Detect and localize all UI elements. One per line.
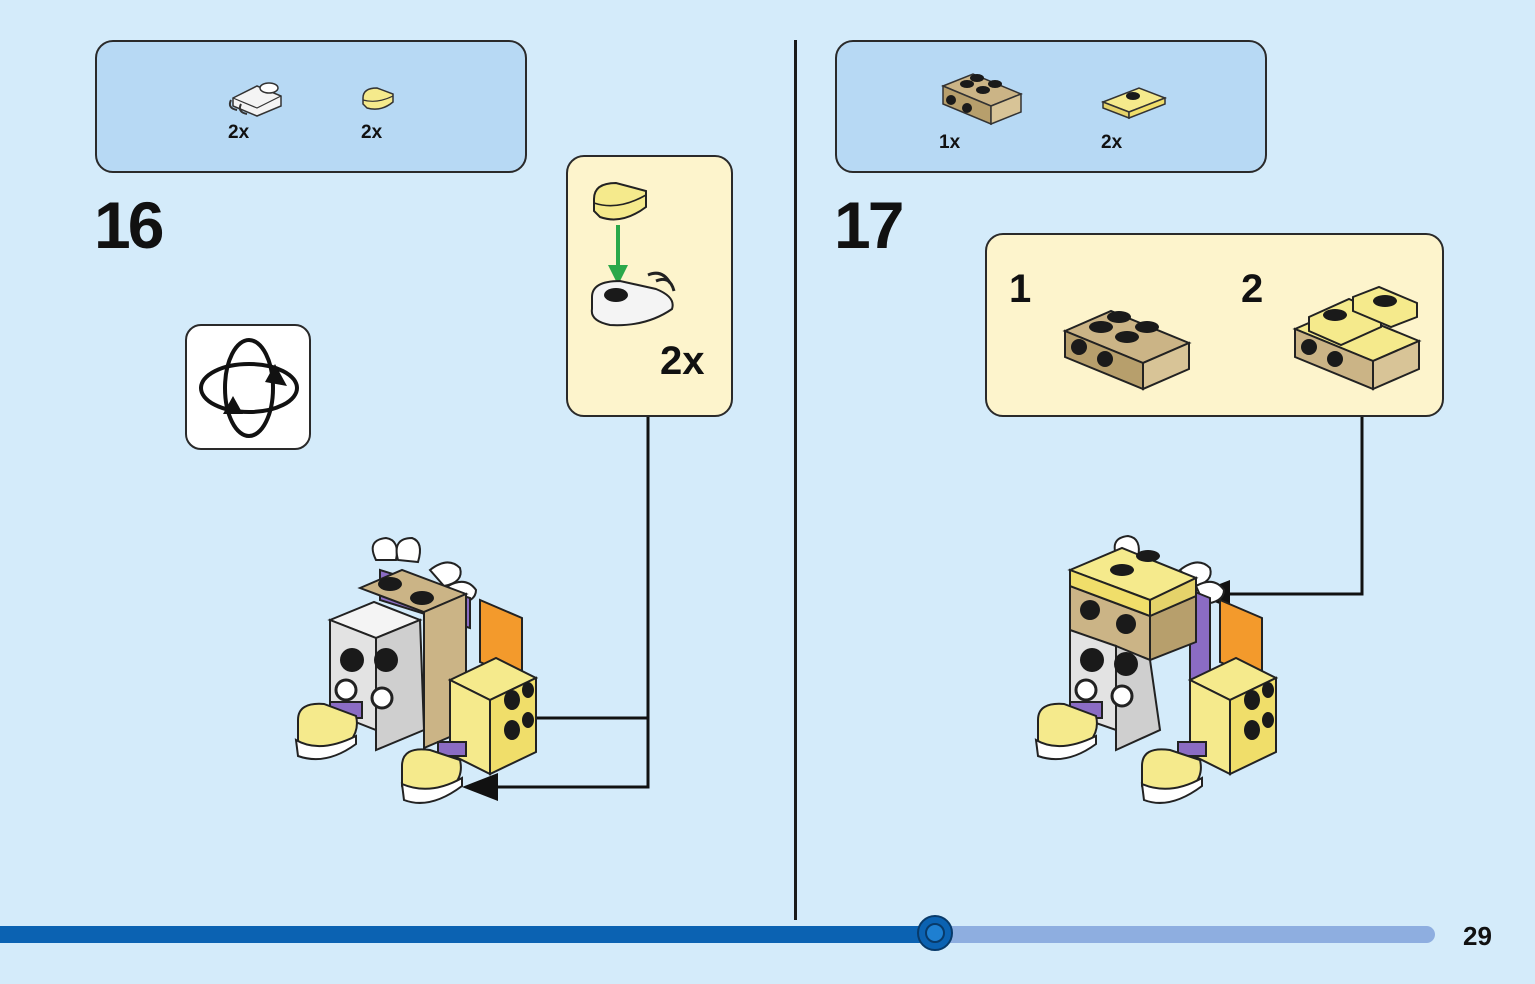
progress-track [930, 926, 1435, 943]
callout-connector-line-17 [1194, 417, 1364, 608]
page-number: 29 [1463, 921, 1492, 951]
sub-assembly-callout-16: 2x [566, 155, 733, 417]
sub-step-2-illustration [1292, 285, 1422, 391]
callout-qty: 2x [660, 339, 705, 383]
part-qty: 1x [939, 132, 961, 153]
rotate-model-icon [199, 338, 299, 438]
sub-assembly-illustration [590, 181, 676, 327]
progress-fill [0, 926, 936, 943]
yellow-round-tile-part-icon [362, 87, 394, 110]
rotate-model-indicator [185, 324, 311, 450]
part-qty: 2x [1101, 132, 1123, 153]
progress-knob [917, 915, 953, 951]
yellow-jumper-plate-part-icon [1100, 87, 1168, 120]
parts-list-step-16: 2x 2x [95, 40, 527, 173]
sub-step-number-2: 2 [1241, 267, 1264, 311]
tan-side-stud-plate-part-icon [941, 73, 1023, 126]
model-illustration-step-16 [294, 536, 539, 804]
step-number-16: 16 [94, 188, 164, 262]
part-qty: 2x [228, 122, 250, 143]
parts-list-step-17: 1x 2x [835, 40, 1267, 173]
white-clip-plate-part-icon [228, 82, 282, 117]
sub-assembly-callout-17: 1 2 [985, 233, 1444, 417]
step-number-17: 17 [834, 188, 904, 262]
model-illustration-step-17 [1034, 534, 1279, 804]
sub-step-1-illustration [1062, 309, 1192, 391]
sub-step-number-1: 1 [1009, 267, 1032, 311]
part-qty: 2x [361, 122, 383, 143]
step-divider [794, 40, 797, 920]
